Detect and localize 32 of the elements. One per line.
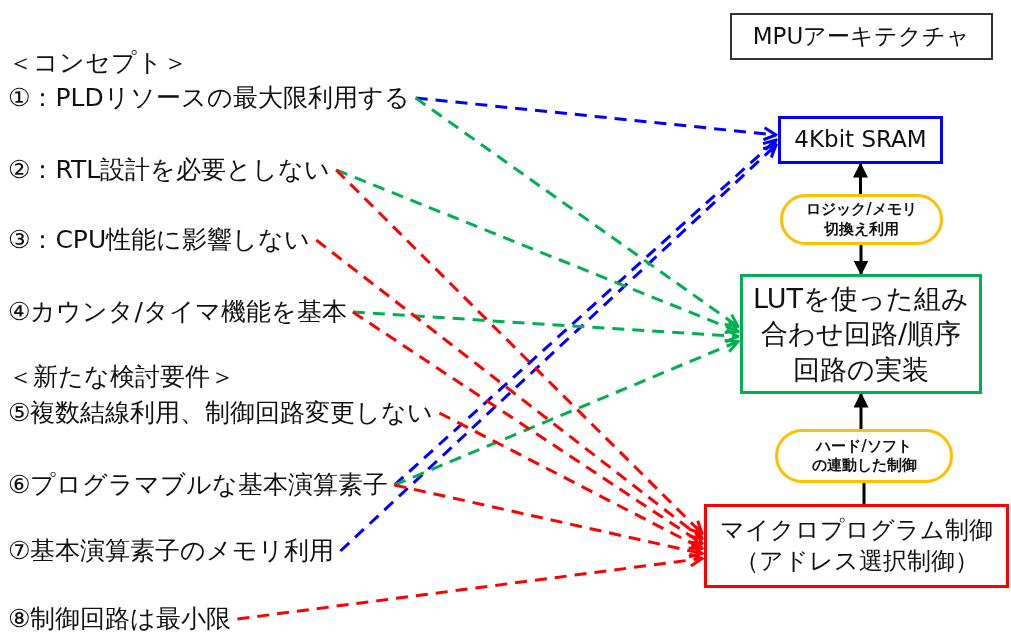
dashed-arrow — [237, 552, 704, 621]
section-heading: ＜新たな検討要件＞ — [8, 362, 235, 392]
dashed-arrow — [335, 168, 740, 335]
dashed-arrow — [414, 96, 740, 328]
list-item-text: ③：CPU性能に影響しない — [8, 225, 311, 255]
logic-box: LUTを使った組み合わせ回路/順序回路の実装 — [740, 274, 982, 394]
label-pill: ロジック/メモリ切換え利用 — [780, 194, 943, 245]
arrow — [853, 245, 869, 276]
dashed-arrow — [415, 96, 778, 142]
label-pill: ハード/ソフトの連動した制御 — [775, 429, 953, 483]
list-item-text: ⑤複数結線利用、制御回路変更しない — [8, 398, 434, 428]
dashed-arrow — [393, 339, 740, 487]
dashed-arrow — [335, 168, 704, 535]
title-box: MPUアーキテクチャ — [730, 13, 993, 60]
dashed-arrow — [352, 310, 740, 344]
connector-line — [862, 483, 866, 504]
control-box: マイクロプログラム制御（アドレス選択制御） — [704, 504, 1009, 588]
section-heading: ＜コンセプト＞ — [8, 48, 188, 78]
list-item-text: ⑦基本演算素子のメモリ利用 — [8, 536, 335, 566]
dashed-arrow — [315, 238, 704, 540]
dashed-arrow — [339, 143, 778, 553]
dashed-arrow — [352, 310, 704, 545]
dashed-arrow — [394, 483, 704, 559]
list-item-text: ⑧制御回路は最小限 — [8, 604, 232, 634]
memory-box: 4Kbit SRAM — [778, 116, 943, 164]
list-item-text: ①：PLDリソースの最大限利用する — [8, 83, 410, 113]
dashed-arrow — [438, 411, 704, 550]
arrow — [853, 162, 868, 194]
list-item-text: ④カウンタ/タイマ機能を基本 — [8, 297, 347, 327]
arrow — [853, 392, 869, 429]
list-item-text: ⑥プログラマブルな基本演算素子 — [8, 470, 389, 500]
list-item-text: ②：RTL設計を必要としない — [8, 155, 331, 185]
